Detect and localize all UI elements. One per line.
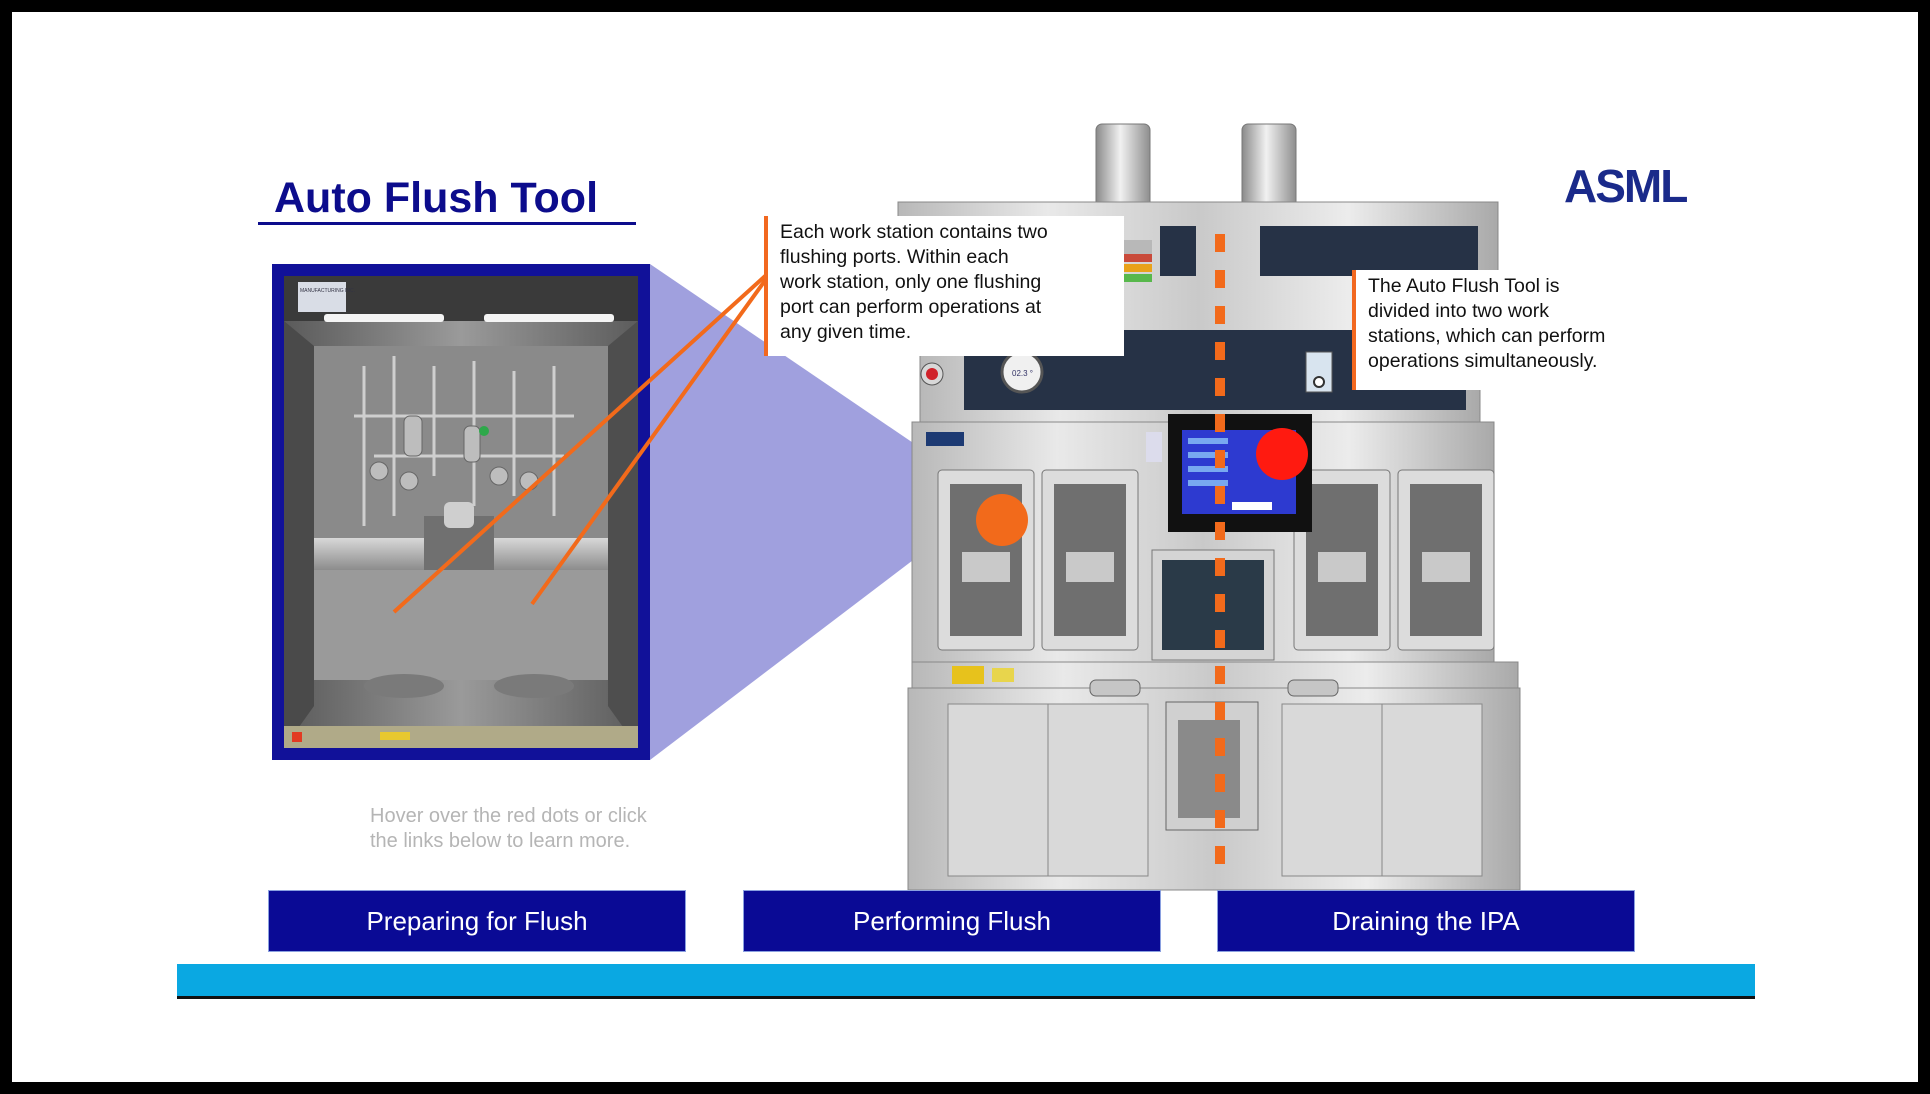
callout-flushing-ports: Each work station contains two flushing … <box>764 216 1124 356</box>
interior-photo-illustration: MANUFACTURING INC. <box>284 276 638 748</box>
hover-instructions: Hover over the red dots or click the lin… <box>370 805 647 852</box>
equipment-label-plate <box>298 282 346 312</box>
red-dot-hotspot-icon[interactable] <box>1256 428 1308 480</box>
nav-performing-flush-button[interactable]: Performing Flush <box>743 890 1161 952</box>
orange-dot-hotspot-icon[interactable] <box>976 494 1028 546</box>
bottom-accent-bar <box>177 964 1755 999</box>
logo-text: ASML <box>1564 160 1687 210</box>
nav-preparing-for-flush-button[interactable]: Preparing for Flush <box>268 890 686 952</box>
page-title: Auto Flush Tool <box>274 174 599 222</box>
slide: Auto Flush Tool ASML <box>12 12 1918 1082</box>
gauge-readout: 02.3 ° <box>1012 369 1033 378</box>
zoomed-photo-frame: MANUFACTURING INC. <box>272 264 650 760</box>
title-underline <box>258 222 636 225</box>
asml-logo: ASML <box>1564 160 1689 210</box>
nav-draining-the-ipa-button[interactable]: Draining the IPA <box>1217 890 1635 952</box>
interior-photo: MANUFACTURING INC. <box>284 276 638 748</box>
callout-work-stations: The Auto Flush Tool is divided into two … <box>1352 270 1668 390</box>
svg-text:MANUFACTURING INC.: MANUFACTURING INC. <box>300 288 355 294</box>
